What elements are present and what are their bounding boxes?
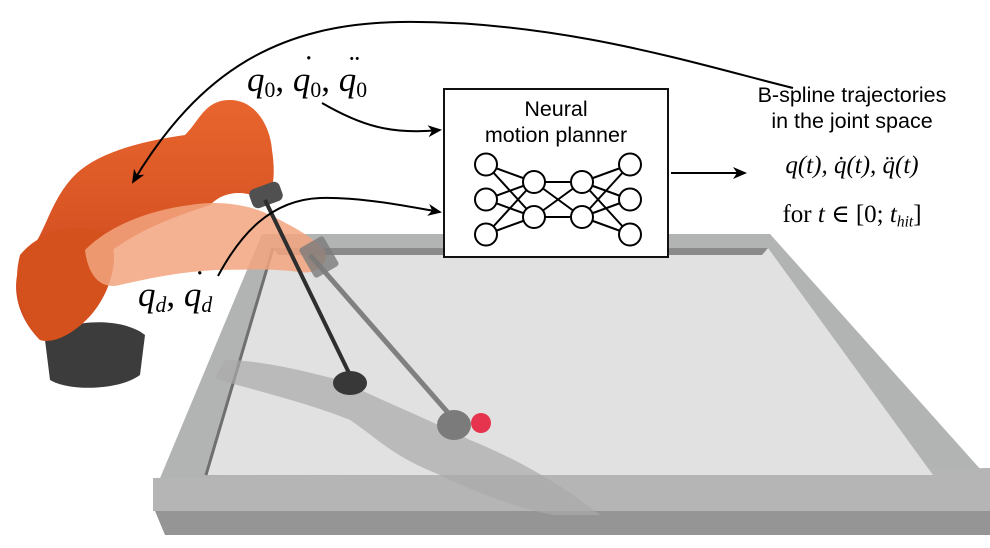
table-base-side (155, 511, 990, 535)
flow-arrows (131, 20, 794, 277)
robot-link-ghost (85, 203, 326, 286)
robot-flange (249, 181, 283, 209)
planner-title-line1: Neural (524, 97, 588, 121)
output-title-line1: B-spline trajectories (757, 83, 947, 107)
initial-state-arrow (321, 102, 442, 138)
nn-node-layer-3 (618, 222, 642, 247)
mallet-desired (437, 410, 471, 440)
robot-shadow (215, 360, 600, 515)
neural-network-icon (474, 152, 642, 247)
feedback-arrow (131, 20, 794, 184)
robot-arm (16, 100, 491, 440)
term-q0: q0 (247, 60, 276, 103)
mallet-current (333, 371, 367, 395)
puck-ball (471, 413, 491, 433)
term-qdotd: qd (184, 275, 212, 325)
nn-node-layer-2 (570, 205, 594, 229)
mallet-stick-current (263, 199, 352, 376)
neural-motion-planner-box: Neural motion planner (443, 88, 669, 258)
initial-state-label: q0, q0, q0 (247, 60, 367, 110)
nn-node-layer-1 (522, 205, 546, 229)
nn-node-layer-2 (570, 170, 594, 194)
output-trajectory-expression: q(t), q̇(t), q̈(t) (785, 152, 919, 179)
mallet-joint-desired (299, 236, 339, 278)
term-qddot0: q0 (339, 60, 367, 110)
desired-state-label: qd, qd (138, 275, 212, 325)
output-title-line2: in the joint space (771, 109, 933, 133)
planner-title-line2: motion planner (484, 123, 628, 147)
table-surface (206, 248, 933, 475)
desired-state-arrow (217, 196, 442, 277)
term-qdot0: q0 (293, 60, 321, 110)
robot-base (45, 322, 145, 388)
nn-node-layer-0 (474, 222, 498, 247)
nn-node-layer-1 (522, 170, 546, 194)
nn-node-layer-3 (618, 152, 642, 177)
air-hockey-table (153, 234, 990, 535)
mallet-stick-desired (308, 253, 452, 417)
output-title: B-spline trajectories in the joint space (722, 82, 982, 134)
nn-node-layer-0 (474, 152, 498, 177)
planner-title: Neural motion planner (445, 96, 667, 148)
term-qd: qd (138, 275, 167, 318)
output-time-range: for t ∈ [0; thit] (782, 201, 922, 231)
table-rim-front (153, 468, 990, 511)
nn-node-layer-0 (474, 187, 498, 212)
nn-node-layer-3 (618, 187, 642, 212)
